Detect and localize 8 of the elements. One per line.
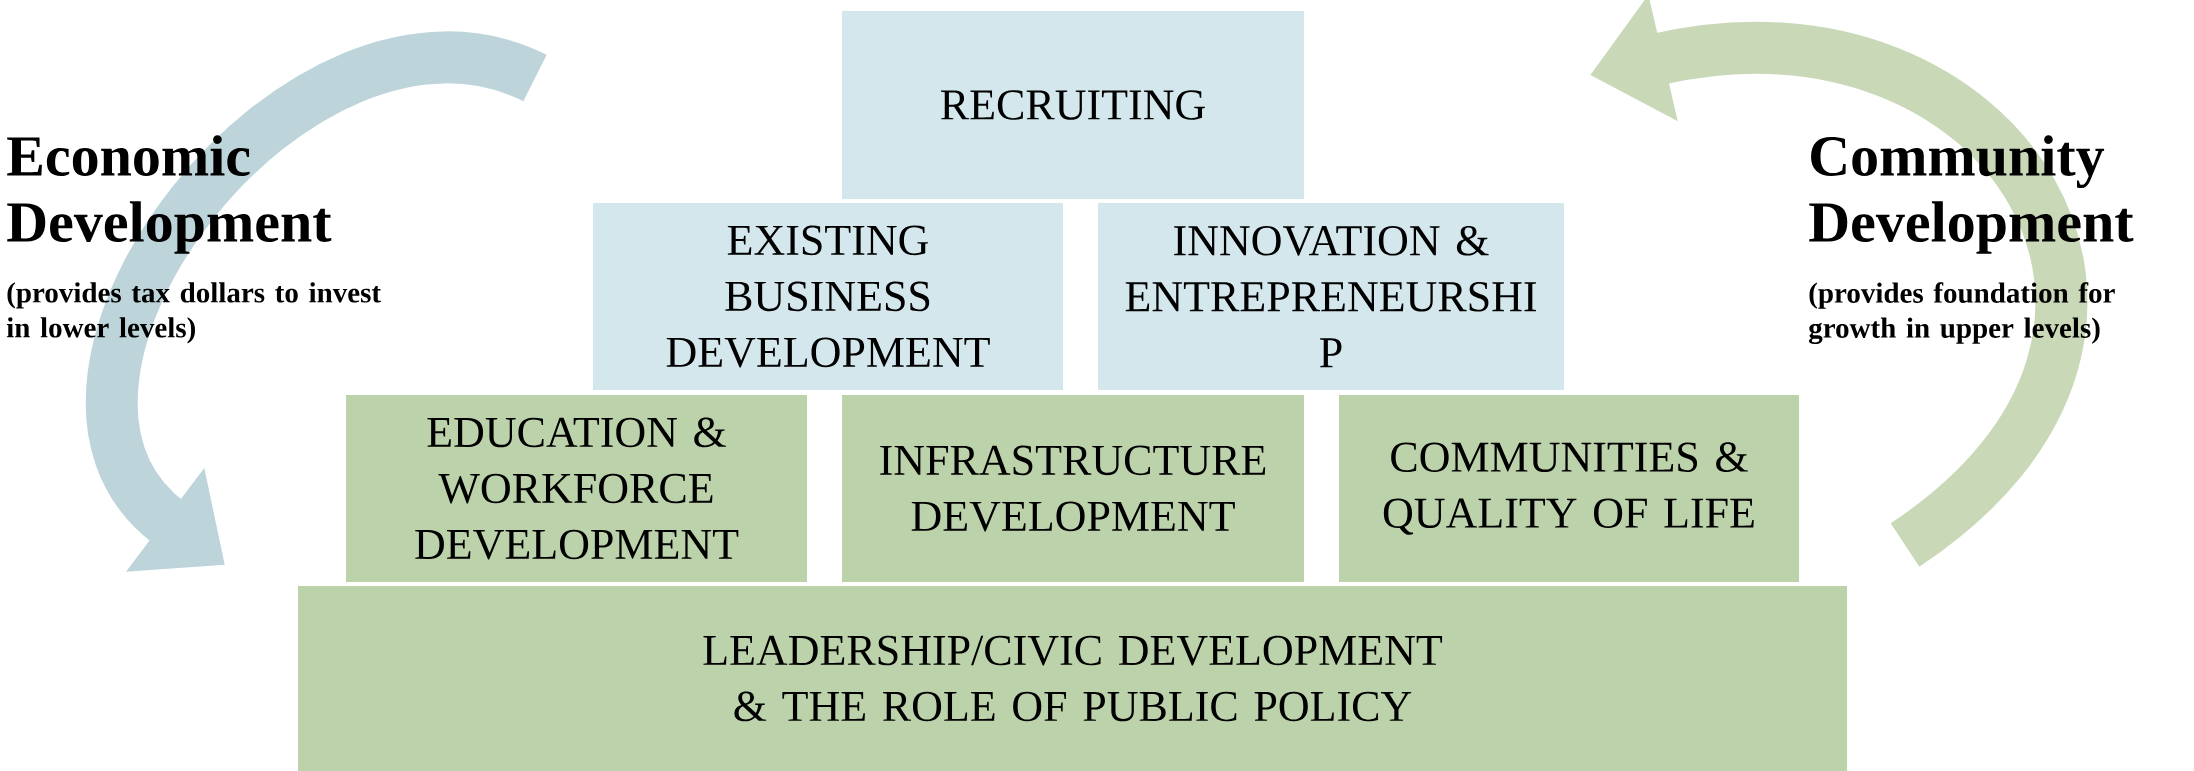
pyramid-block: RECRUITING [842, 11, 1304, 199]
pyramid-block: COMMUNITIES & QUALITY OF LIFE [1339, 395, 1799, 582]
side-note: (provides foundation for growth in upper levels) [1809, 282, 2115, 344]
pyramid-block: INFRASTRUCTURE DEVELOPMENT [842, 395, 1304, 582]
pyramid-block: LEADERSHIP/CIVIC DEVELOPMENT & THE ROLE OF PUBLIC POLICY [298, 586, 1848, 771]
side-heading: Community Development [1809, 135, 2134, 254]
pyramid-block: INNOVATION & ENTREPRENEURSHI P [1098, 203, 1564, 390]
pyramid-block: EXISTING BUSINESS DEVELOPMENT [593, 203, 1063, 390]
